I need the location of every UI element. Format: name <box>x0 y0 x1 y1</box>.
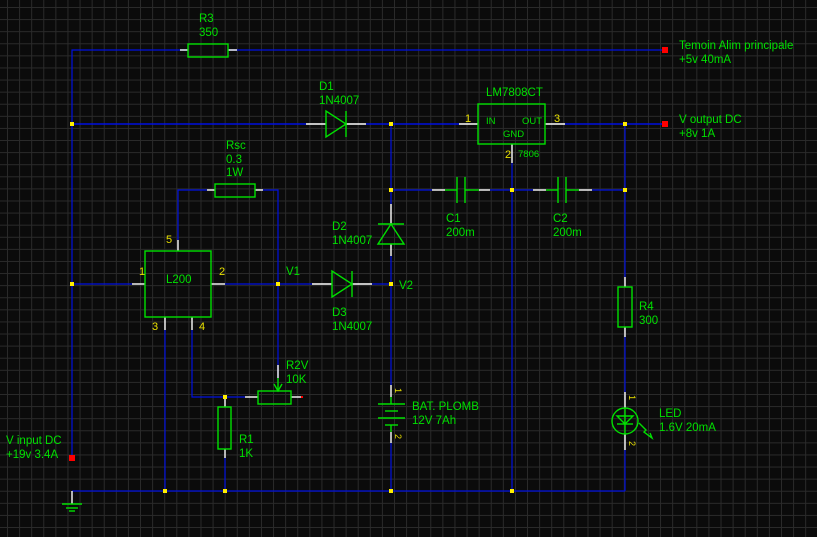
terminal-vin-value: +19v 3.4A <box>6 449 58 461</box>
l200-pin2-number: 2 <box>219 266 225 278</box>
bat-pin2-number: 2 <box>393 434 403 439</box>
diode-d1[interactable]: D1 1N4007 <box>306 81 366 139</box>
led-pin2-number: 2 <box>627 441 637 446</box>
resistor-r3[interactable]: R3 350 <box>180 13 237 58</box>
terminal-vin-label: V input DC <box>6 435 62 447</box>
potentiometer-r2v[interactable]: R2V 10K <box>245 360 309 405</box>
r1-value: 1K <box>239 448 253 460</box>
led-value: 1.6V 20mA <box>659 422 716 434</box>
terminal-vout[interactable] <box>662 121 668 127</box>
led[interactable]: 1 2 LED 1.6V 20mA <box>611 392 716 450</box>
reg-pin1-number: 1 <box>465 113 471 125</box>
r4-value: 300 <box>639 315 658 327</box>
r4-ref: R4 <box>639 301 654 313</box>
c1-ref: C1 <box>446 213 461 225</box>
c1-value: 200m <box>446 227 475 239</box>
reg-pin-out: OUT <box>522 116 542 127</box>
l200-pin1-number: 1 <box>139 266 145 278</box>
d1-value: 1N4007 <box>319 95 359 107</box>
l200-pin4-number: 4 <box>199 321 205 333</box>
l200-ref: L200 <box>166 274 192 286</box>
bat-ref: BAT. PLOMB <box>412 401 479 413</box>
r2v-ref: R2V <box>286 360 309 372</box>
resistor-rsc[interactable]: Rsc 0.3 1W <box>207 140 263 198</box>
junctions <box>70 122 627 493</box>
regulator-l200[interactable]: L200 1 2 3 4 5 <box>132 234 225 333</box>
terminal-temoin[interactable] <box>662 47 668 53</box>
capacitor-c1[interactable]: C1 200m <box>432 177 490 239</box>
l200-pin3-number: 3 <box>152 321 158 333</box>
terminal-temoin-value: +5v 40mA <box>679 54 731 66</box>
ground-symbol[interactable] <box>62 491 82 512</box>
reg-pin-gnd: GND <box>503 129 524 140</box>
regulator-lm7808[interactable]: LM7808CT IN OUT GND 7806 1 2 3 <box>459 87 565 163</box>
reg-pin3-number: 3 <box>554 113 560 125</box>
r1-ref: R1 <box>239 434 254 446</box>
d2-value: 1N4007 <box>332 235 372 247</box>
battery[interactable]: 1 2 BAT. PLOMB 12V 7Ah <box>378 385 479 443</box>
bat-pin1-number: 1 <box>393 388 403 393</box>
r2v-value: 10K <box>286 374 307 386</box>
bat-value: 12V 7Ah <box>412 415 456 427</box>
terminal-vin[interactable] <box>69 455 75 461</box>
l200-pin5-number: 5 <box>166 234 172 246</box>
rsc-value: 0.3 <box>226 154 242 166</box>
terminal-temoin-label: Temoin Alim principale <box>679 40 793 52</box>
reg-ref: LM7808CT <box>486 87 543 99</box>
d3-value: 1N4007 <box>332 321 372 333</box>
resistor-r4[interactable]: R4 300 <box>617 277 658 337</box>
led-pin1-number: 1 <box>627 395 637 400</box>
net-label-v1: V1 <box>286 266 300 278</box>
led-ref: LED <box>659 408 681 420</box>
reg-pin-in: IN <box>486 116 496 127</box>
r3-ref: R3 <box>199 13 214 25</box>
d1-ref: D1 <box>319 81 334 93</box>
reg-value: 7806 <box>518 149 539 160</box>
diode-d3[interactable]: D3 1N4007 <box>312 269 372 333</box>
capacitor-c2[interactable]: C2 200m <box>533 177 592 239</box>
rsc-power: 1W <box>226 167 243 179</box>
net-label-v2: V2 <box>399 280 413 292</box>
terminal-vout-value: +8v 1A <box>679 128 715 140</box>
reg-pin2-number: 2 <box>505 149 511 161</box>
diode-d2[interactable]: D2 1N4007 <box>332 204 406 256</box>
c2-value: 200m <box>553 227 582 239</box>
rsc-ref: Rsc <box>226 140 246 152</box>
d2-ref: D2 <box>332 221 347 233</box>
c2-ref: C2 <box>553 213 568 225</box>
resistor-r1[interactable]: R1 1K <box>217 397 254 460</box>
r3-value: 350 <box>199 27 218 39</box>
d3-ref: D3 <box>332 307 347 319</box>
terminal-vout-label: V output DC <box>679 114 742 126</box>
wires[interactable] <box>71 49 665 492</box>
